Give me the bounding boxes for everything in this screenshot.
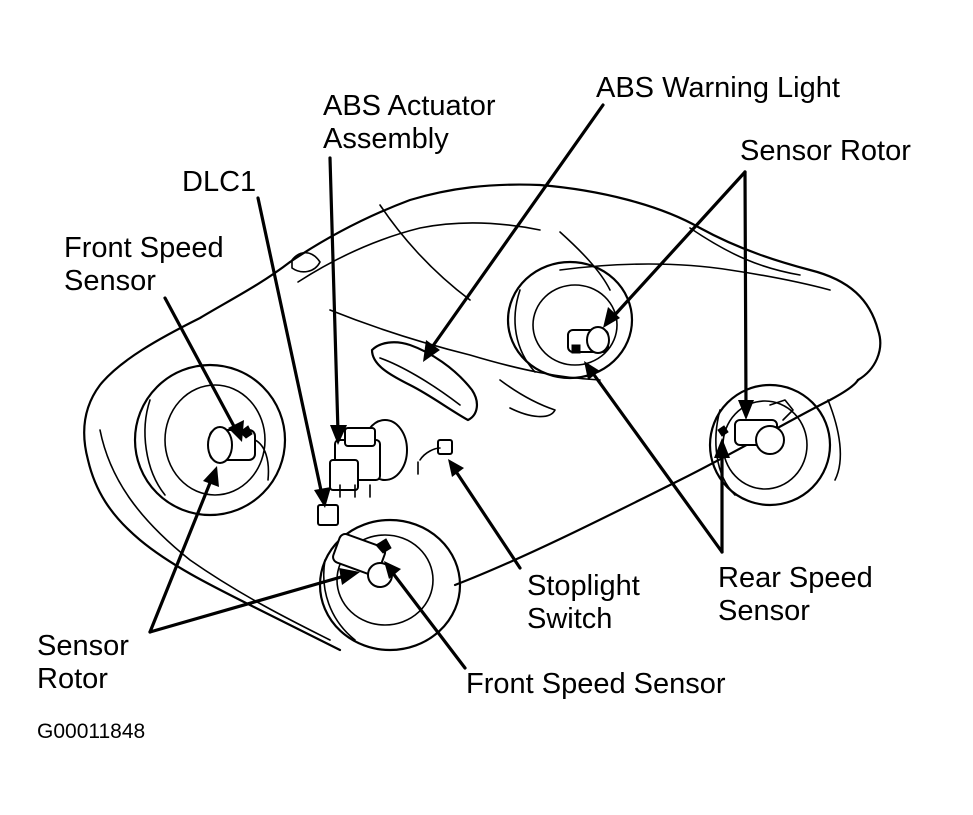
label-stoplight-switch: Stoplight Switch [527, 570, 640, 635]
label-sensor-rotor-rear: Sensor Rotor [740, 135, 911, 167]
label-abs-warning-light: ABS Warning Light [596, 72, 840, 104]
front-right-wheel [318, 518, 462, 652]
front-left-wheel [133, 363, 287, 517]
label-front-speed-sensor-bottom: Front Speed Sensor [466, 668, 726, 700]
stoplight-switch-part [417, 439, 453, 475]
dlc1-connector [317, 504, 339, 526]
label-rear-speed-sensor: Rear Speed Sensor [718, 562, 873, 627]
abs-warning-light-part [370, 341, 478, 422]
leader-lines [148, 103, 754, 670]
figure-code: G00011848 [37, 720, 146, 743]
label-dlc1: DLC1 [182, 166, 257, 198]
label-front-speed-sensor-left: Front Speed Sensor [64, 232, 224, 297]
label-abs-actuator-assembly: ABS Actuator Assembly [323, 90, 496, 155]
rear-left-wheel [506, 260, 634, 380]
rear-right-wheel [708, 383, 832, 507]
abs-actuator-assembly-part [329, 419, 408, 498]
label-sensor-rotor-front: Sensor Rotor [37, 630, 129, 695]
